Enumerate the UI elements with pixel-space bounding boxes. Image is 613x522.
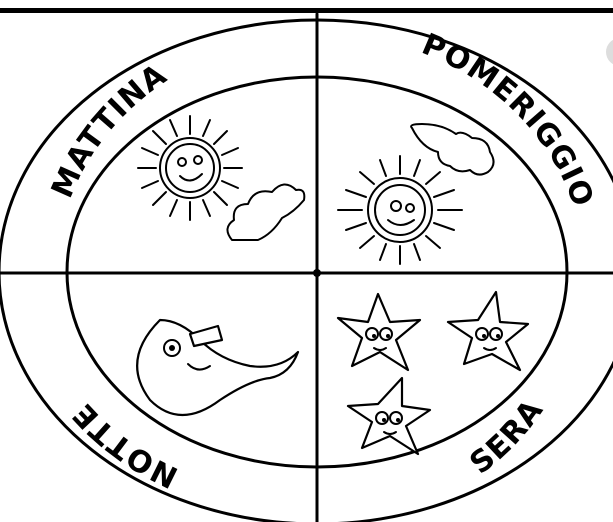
sun-icon — [338, 156, 462, 264]
sun-icon — [138, 116, 242, 220]
label-mattina: MATTINA — [45, 57, 174, 203]
crescent-moon-icon — [137, 320, 298, 415]
star-icon — [448, 292, 528, 370]
star-icon — [338, 294, 420, 370]
label-pomeriggio: POMERIGGIO — [417, 27, 600, 212]
top-border-line — [0, 8, 613, 13]
star-icon — [348, 378, 430, 454]
corner-mark — [606, 38, 613, 66]
center-dot — [313, 269, 321, 277]
cloud-icon — [411, 124, 493, 175]
label-sera: SERA — [464, 393, 551, 481]
cloud-icon — [227, 184, 304, 240]
